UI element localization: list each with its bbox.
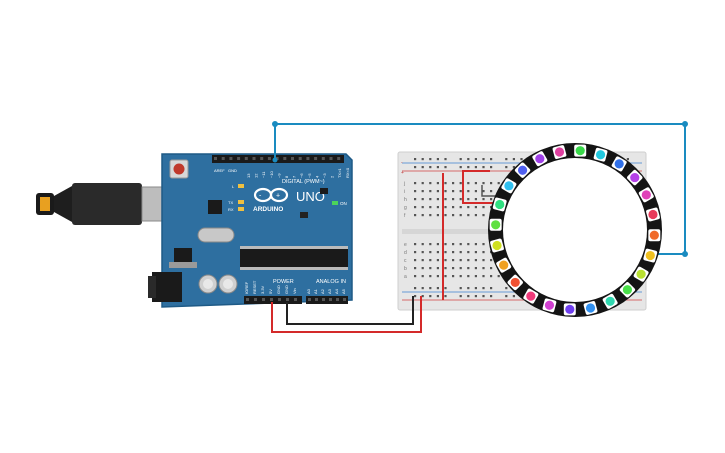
analog-pin-label: A3	[327, 288, 332, 294]
power-rail-minus: -	[401, 160, 403, 166]
row-letter: f	[404, 213, 406, 219]
neopixel-led[interactable]	[490, 238, 505, 253]
row-letter: h	[404, 197, 407, 203]
neopixel-led[interactable]	[583, 301, 598, 316]
analog-pin-header[interactable]	[306, 296, 348, 304]
neopixel-led[interactable]	[619, 281, 636, 298]
row-letter: c	[404, 258, 407, 264]
arduino-logo-text: ARDUINO	[253, 206, 283, 213]
power-pin-label: RESET	[252, 280, 257, 294]
digital-pin-label: ~11	[261, 171, 266, 178]
digital-pin-label: 4	[314, 175, 319, 178]
gnd-wire-black[interactable]	[286, 296, 414, 325]
neopixel-led[interactable]	[626, 169, 643, 186]
aref-label: AREF	[214, 168, 225, 173]
on-led	[332, 201, 338, 205]
row-letter: d	[404, 250, 407, 256]
l-led-label: L	[232, 184, 235, 189]
wires[interactable]	[271, 121, 688, 333]
rx-led-label: RX	[228, 207, 234, 212]
digital-pin-label: RX<0	[345, 167, 350, 178]
row-letter: b	[404, 266, 407, 272]
digital-pin-header[interactable]	[212, 155, 344, 163]
on-label: ON	[340, 201, 347, 206]
analog-pin-label: A2	[320, 288, 325, 294]
power-pin-header[interactable]	[244, 296, 302, 304]
power-pin-label: GND	[276, 285, 281, 294]
digital-pin-label: 8	[284, 175, 289, 178]
digital-pin-label: TX>1	[337, 168, 342, 178]
neopixel-led[interactable]	[507, 274, 524, 291]
neopixel-led[interactable]	[489, 218, 502, 231]
neopixel-led[interactable]	[611, 156, 627, 172]
neopixel-led[interactable]	[514, 162, 531, 179]
digital-pin-label: 12	[254, 173, 259, 178]
digital-pwm-label: DIGITAL (PWM~)	[282, 179, 325, 185]
analog-pin-label: A0	[306, 288, 311, 294]
usb-cable[interactable]	[36, 183, 167, 225]
row-letter: e	[404, 242, 407, 248]
neopixel-led[interactable]	[532, 151, 548, 167]
power-pin-label: GND	[284, 285, 289, 294]
neopixel-led[interactable]	[643, 248, 658, 263]
ring-power-wire-red[interactable]	[462, 170, 500, 204]
digital-pin-label: 7	[292, 175, 297, 178]
power-label: POWER	[273, 279, 294, 285]
atmega-chip	[240, 246, 348, 270]
row-letter: g	[404, 205, 407, 211]
neopixel-ring[interactable]	[488, 143, 662, 317]
neopixel-led[interactable]	[542, 298, 557, 313]
gnd-label: GND	[228, 168, 237, 173]
digital-pin-label: 2	[330, 175, 335, 178]
neopixel-led[interactable]	[574, 144, 587, 157]
digital-pin-label: ~10	[269, 170, 274, 178]
digital-pin-label: ~6	[299, 173, 304, 178]
analog-pin-label: A1	[313, 288, 318, 294]
power-jack[interactable]	[152, 272, 182, 302]
digital-pin-label: 13	[246, 173, 251, 178]
neopixel-led[interactable]	[523, 288, 539, 304]
analog-pin-label: A4	[334, 288, 339, 294]
uno-model-text: UNO	[296, 189, 325, 204]
digital-pin-label: ~5	[307, 173, 312, 178]
neopixel-led[interactable]	[501, 178, 517, 194]
arduino-logo: - +	[253, 187, 289, 203]
digital-pin-label: ~3	[322, 173, 327, 178]
neopixel-led[interactable]	[648, 229, 661, 242]
tx-led-label: TX	[228, 200, 233, 205]
neopixel-led[interactable]	[602, 293, 618, 309]
svg-text:-: -	[259, 193, 262, 200]
neopixel-led[interactable]	[552, 145, 567, 160]
5v-wire-red[interactable]	[271, 296, 422, 333]
neopixel-led[interactable]	[646, 207, 661, 222]
analog-pin-label: A5	[341, 288, 346, 294]
power-rail-plus: +	[401, 170, 404, 176]
neopixel-led[interactable]	[593, 147, 608, 162]
neopixel-led[interactable]	[563, 303, 576, 316]
row-letter: a	[404, 274, 407, 280]
power-pin-label: 3.3V	[260, 285, 265, 294]
row-letter: i	[404, 189, 405, 195]
power-pin-label: 5V	[268, 289, 273, 294]
ring-gnd-wire[interactable]	[481, 185, 496, 197]
analog-in-label: ANALOG IN	[316, 279, 346, 285]
power-pin-label: Vin	[292, 288, 297, 294]
neopixel-led[interactable]	[633, 266, 649, 282]
svg-text:+: +	[276, 193, 280, 200]
neopixel-led[interactable]	[496, 257, 512, 273]
power-pin-label: IOREF	[244, 281, 249, 294]
neopixel-led[interactable]	[638, 187, 654, 203]
digital-pin-label: ~9	[276, 173, 281, 178]
row-letter: j	[403, 181, 405, 187]
neopixel-led[interactable]	[492, 197, 507, 212]
